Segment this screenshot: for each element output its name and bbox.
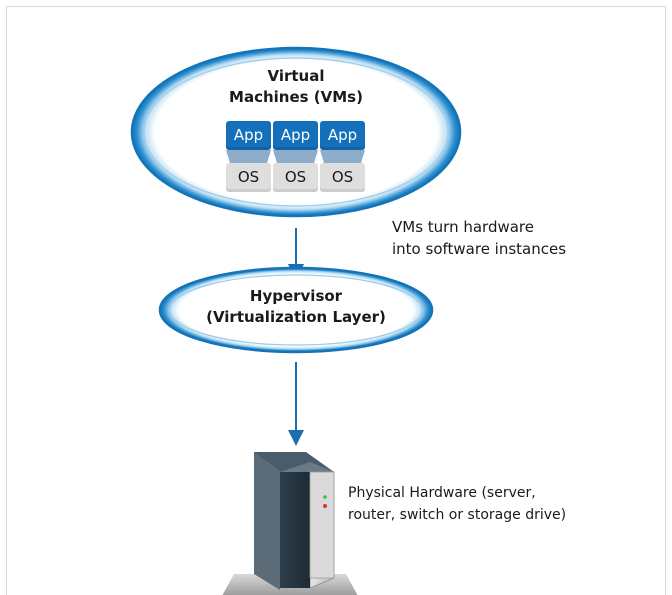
hypervisor-line2: (Virtualization Layer) (206, 308, 386, 326)
hardware-label: Physical Hardware (server, router, switc… (348, 482, 566, 526)
arrow-hypervisor-to-hardware (288, 362, 304, 446)
os-block-2: OS (273, 163, 318, 192)
diagram-frame (6, 6, 666, 595)
activity-led-icon (323, 504, 327, 508)
power-led-icon (323, 495, 327, 499)
vm-title: Virtual Machines (VMs) (196, 66, 396, 108)
hypervisor-line1: Hypervisor (249, 287, 343, 305)
hardware-line1: Physical Hardware (server, (348, 485, 536, 501)
vm-note-line2: into software instances (392, 240, 567, 258)
app-block-2: App (273, 121, 318, 150)
vm-note: VMs turn hardware into software instance… (392, 216, 566, 260)
hardware-line2: router, switch or storage drive) (348, 507, 567, 523)
vm-title-line1: Virtual (267, 67, 325, 85)
vm-title-line2: Machines (VMs) (229, 88, 363, 106)
server-tower-icon (222, 452, 358, 595)
app-block-3: App (320, 121, 365, 150)
app-block-1: App (226, 121, 271, 150)
hypervisor-ring (158, 266, 434, 354)
os-block-3: OS (320, 163, 365, 192)
hypervisor-label: Hypervisor (Virtualization Layer) (176, 286, 416, 328)
vm-note-line1: VMs turn hardware (392, 218, 535, 236)
os-block-1: OS (226, 163, 271, 192)
